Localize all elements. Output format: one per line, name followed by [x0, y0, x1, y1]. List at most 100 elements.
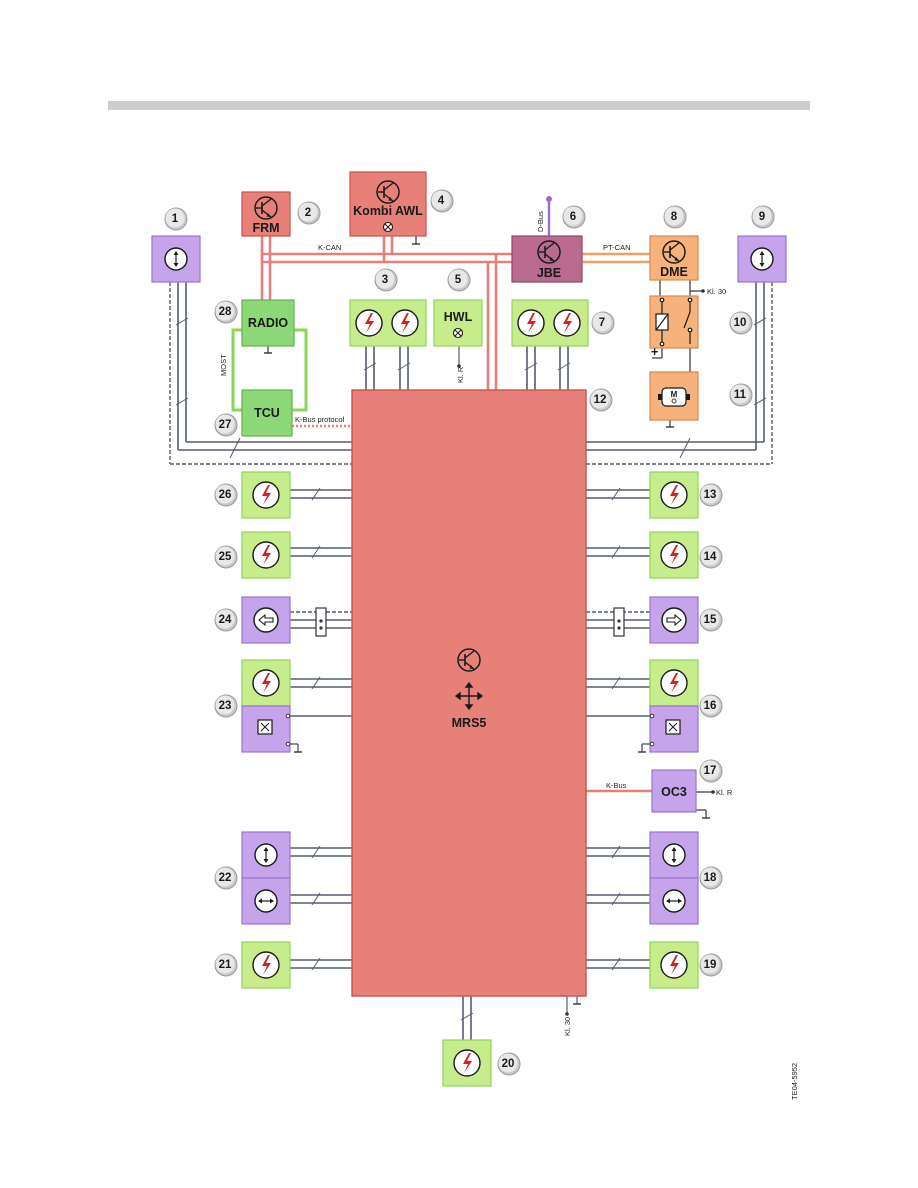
- relay-module: [649, 295, 699, 349]
- callout-1: 1: [164, 207, 188, 231]
- callout-25: 25: [214, 545, 238, 569]
- callout-12: 12: [589, 388, 613, 412]
- callout-2: 2: [297, 201, 321, 225]
- belt-contact-23: [241, 705, 291, 753]
- callout-number: 18: [704, 872, 717, 884]
- callout-6: 6: [562, 205, 586, 229]
- kombi-label: Kombi AWL: [353, 204, 423, 218]
- callout-23: 23: [214, 694, 238, 718]
- callout-number: 8: [671, 211, 678, 223]
- most-label: MOST: [219, 354, 228, 376]
- callout-number: 4: [438, 195, 445, 207]
- callout-5: 5: [447, 268, 471, 292]
- squib-icon: [391, 309, 419, 337]
- kl30-relay-label: Kl. 30: [707, 287, 726, 296]
- lamp-icon: [382, 221, 394, 233]
- radio-module: RADIO: [241, 299, 295, 347]
- bus-labels: K-CAN D-Bus PT-CAN MOST K-Bus protocol K…: [219, 211, 733, 1036]
- belt-contact-16: [649, 705, 699, 753]
- callout-number: 6: [570, 211, 576, 223]
- directional-arrows-icon: [454, 681, 484, 711]
- callout-17: 17: [699, 759, 723, 783]
- callout-number: 12: [594, 394, 607, 406]
- squib-13: [649, 471, 699, 519]
- jbe-label: JBE: [537, 266, 561, 280]
- squib-20: [442, 1039, 492, 1087]
- oc3-label: OC3: [661, 785, 687, 799]
- callout-number: 17: [704, 765, 717, 777]
- callout-number: 25: [219, 551, 232, 563]
- jbe-module: JBE: [511, 235, 583, 283]
- callout-28: 28: [214, 300, 238, 324]
- squib-icon: [660, 669, 688, 697]
- frm-module: FRM: [241, 191, 291, 237]
- seat-occupancy-icon: [661, 607, 687, 633]
- belt-contact-icon: [665, 719, 681, 735]
- squib-icon: [660, 481, 688, 509]
- callout-number: 23: [219, 700, 232, 712]
- callout-number: 21: [219, 959, 232, 971]
- squib-icon: [517, 309, 545, 337]
- callout-number: 16: [704, 700, 717, 712]
- squib-23: [241, 659, 291, 707]
- relay-icon: [655, 297, 693, 347]
- callout-13: 13: [699, 483, 723, 507]
- callout-number: 9: [759, 211, 765, 223]
- sensor-22-horizontal: [241, 877, 291, 925]
- squib-icon: [553, 309, 581, 337]
- oc3-module: OC3: [651, 769, 697, 813]
- relay-plus-label: +: [651, 345, 658, 359]
- seat-occupancy-icon: [253, 607, 279, 633]
- callout-number: 3: [382, 274, 388, 286]
- hwl-label: HWL: [444, 310, 473, 324]
- up-down-sensor-icon: [164, 247, 188, 271]
- squib-icon: [252, 481, 280, 509]
- kl-r-hwl-label: Kl. R: [456, 366, 465, 383]
- squib-21: [241, 941, 291, 989]
- tcu-module: TCU: [241, 389, 293, 437]
- sensor-9: [737, 235, 787, 283]
- callout-number: 15: [704, 614, 717, 626]
- callout-24: 24: [214, 608, 238, 632]
- k-bus-label: K-Bus: [606, 781, 627, 790]
- squib-26: [241, 471, 291, 519]
- squib-icon: [453, 1049, 481, 1077]
- squib-pair-3: [349, 299, 427, 347]
- callout-number: 14: [704, 551, 717, 563]
- squib-icon: [660, 951, 688, 979]
- lamp-icon: [452, 327, 464, 339]
- callout-8: 8: [663, 205, 687, 229]
- sensor-1: [151, 235, 201, 283]
- callout-number: 22: [219, 872, 232, 884]
- callout-number: 20: [502, 1058, 515, 1070]
- callout-14: 14: [699, 545, 723, 569]
- squib-pair-7: [511, 299, 589, 347]
- kl30-mrs-label: Kl. 30: [563, 1017, 572, 1036]
- kombi-module: Kombi AWL: [349, 171, 427, 237]
- squib-icon: [660, 541, 688, 569]
- callout-number: 24: [219, 614, 232, 626]
- pt-can-label: PT-CAN: [603, 243, 631, 252]
- squib-icon: [355, 309, 383, 337]
- kl-r-oc3-label: Kl. R: [716, 788, 733, 797]
- dme-label: DME: [660, 265, 688, 279]
- hwl-module: HWL: [433, 299, 483, 347]
- d-bus-label: D-Bus: [536, 211, 545, 232]
- callout-number: 26: [219, 489, 232, 501]
- callout-16: 16: [699, 694, 723, 718]
- frm-label: FRM: [252, 221, 279, 235]
- up-down-sensor-icon: [254, 843, 278, 867]
- svg-text:M: M: [671, 390, 678, 399]
- figure-code: TE04-5952: [790, 1063, 799, 1100]
- squib-16: [649, 659, 699, 707]
- callout-number: 1: [172, 213, 179, 225]
- callout-number: 11: [734, 389, 747, 401]
- mrs5-label: MRS5: [452, 716, 487, 730]
- callout-18: 18: [699, 866, 723, 890]
- left-right-sensor-icon: [254, 889, 278, 913]
- seat-sensor-15: [649, 596, 699, 644]
- callout-26: 26: [214, 483, 238, 507]
- header-rule: [108, 101, 810, 110]
- up-down-sensor-icon: [750, 247, 774, 271]
